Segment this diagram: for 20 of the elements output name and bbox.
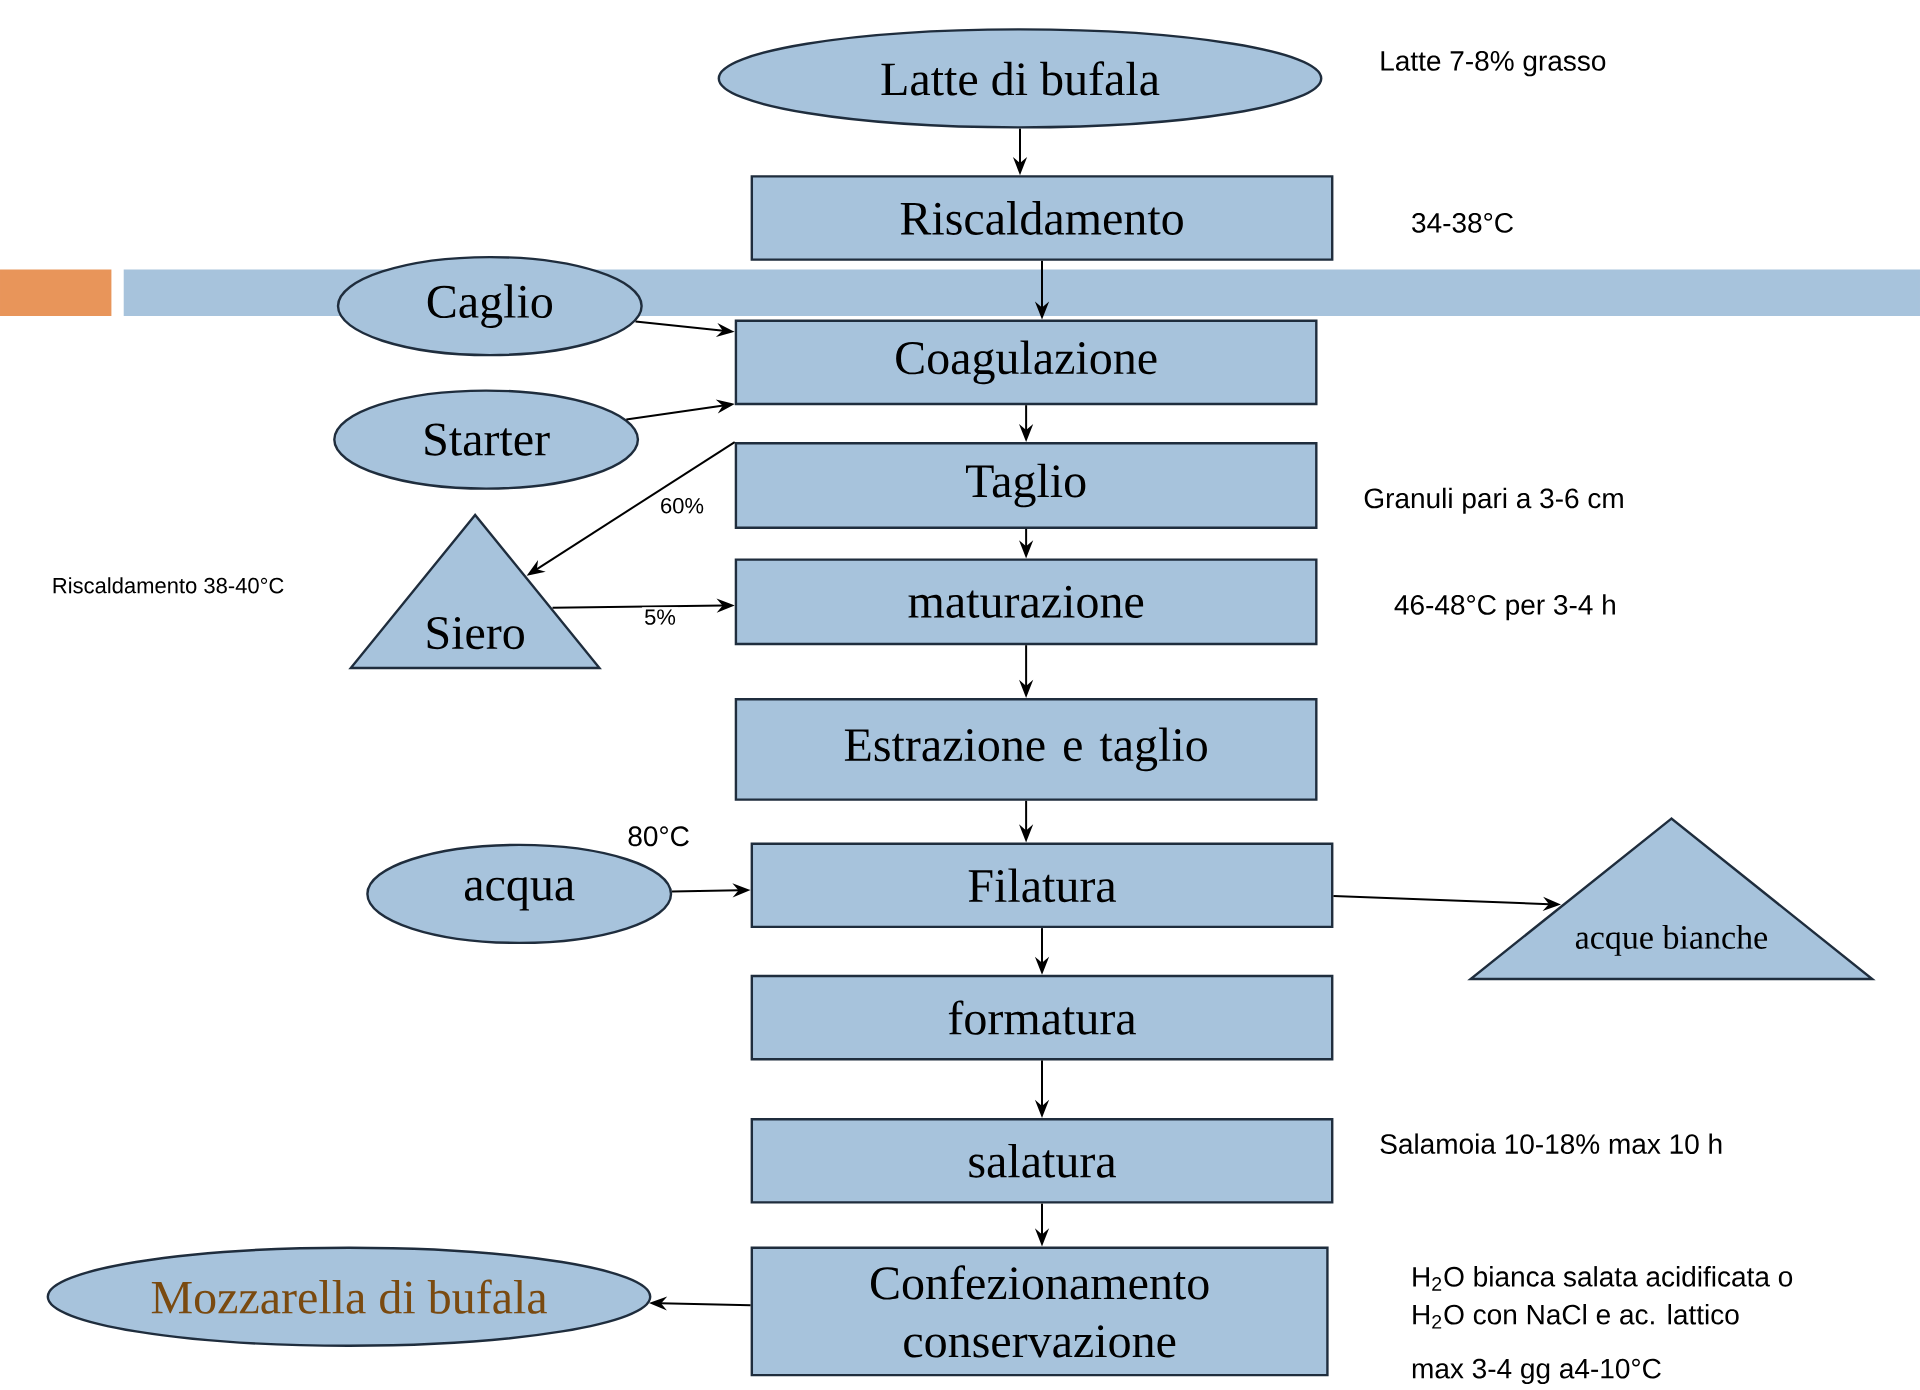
process-box: Filatura [750,842,1334,929]
note-text: Granuli pari a 3-6 cm [1364,487,1623,514]
note-text: max 3-4 gg a4-10°C [1412,1358,1661,1385]
edge-label: 60% [658,495,707,516]
process-box: maturazione [734,558,1318,646]
process-box: formatura [750,974,1334,1061]
note-text: H$_{2}$O con NaCl e ac. lattico [1413,1304,1739,1329]
process-box: Estrazione e taglio [734,698,1318,801]
edge-label: 5% [642,607,678,627]
note-text: Salamoia 10-18% max 10 h [1380,1133,1722,1154]
note-text: H$_{2}$O bianca salata acidificata o [1413,1266,1793,1291]
process-box: Coagulazione [734,319,1318,406]
process-box: Taglio [734,442,1318,529]
process-box: Confezionamento conservazione [750,1246,1329,1377]
process-box: salatura [750,1118,1334,1204]
process-box: Riscaldamento [750,175,1334,261]
note-text: Latte 7-8% grasso [1381,51,1606,77]
note-text: 46-48°C per 3-4 h [1394,594,1615,621]
note-text: 34-38°C [1412,212,1513,233]
note-text: Riscaldamento 38-40°C [53,577,284,594]
